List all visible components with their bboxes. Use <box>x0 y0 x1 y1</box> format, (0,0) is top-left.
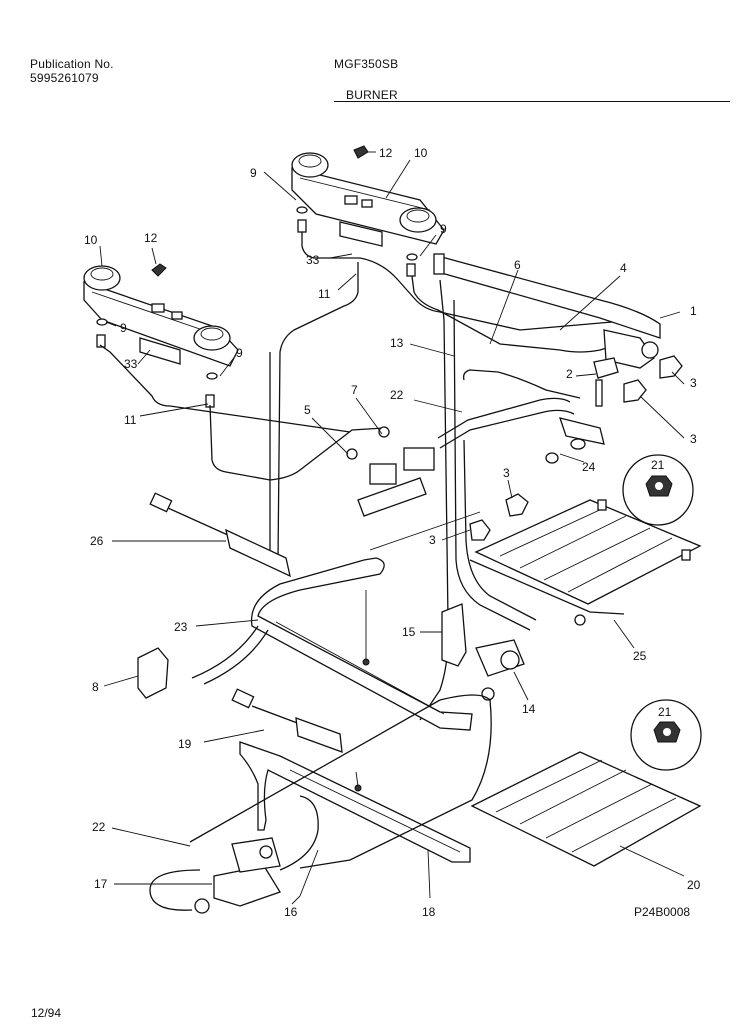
callout-5: 5 <box>304 403 311 417</box>
callout-labels: 12 10 9 9 33 11 6 4 1 10 12 9 9 33 11 13… <box>84 146 701 919</box>
callout-9: 9 <box>250 166 257 180</box>
publication-label: Publication No. <box>30 57 114 71</box>
orifice-icon <box>406 253 418 261</box>
header-rule <box>334 101 730 102</box>
callout-7: 7 <box>351 383 358 397</box>
callout-22: 22 <box>92 820 106 834</box>
callout-11: 11 <box>318 287 331 301</box>
callout-9: 9 <box>440 222 447 236</box>
nut-detail-top <box>622 454 694 526</box>
broil-pan-25 <box>469 499 702 626</box>
publication-number: 5995261079 <box>30 71 99 85</box>
callout-26: 26 <box>90 534 104 548</box>
callout-23: 23 <box>174 620 188 634</box>
screw-icon <box>353 145 369 159</box>
igniter-26 <box>149 492 291 578</box>
callout-6: 6 <box>514 258 521 272</box>
valve-icon <box>659 355 683 379</box>
callout-8: 8 <box>92 680 99 694</box>
callout-3: 3 <box>690 432 697 446</box>
callout-19: 19 <box>178 737 192 751</box>
center-valve <box>346 426 435 517</box>
orifice-icon <box>96 318 108 326</box>
callout-3: 3 <box>690 376 697 390</box>
callout-15: 15 <box>402 625 416 639</box>
callout-9: 9 <box>120 321 127 335</box>
callout-9: 9 <box>236 346 243 360</box>
callout-13: 13 <box>390 336 404 350</box>
callout-24: 24 <box>582 460 596 474</box>
callout-21: 21 <box>651 458 665 472</box>
callout-20: 20 <box>687 878 701 892</box>
nut-detail-bottom <box>630 699 702 771</box>
callout-1: 1 <box>690 304 697 318</box>
oven-burner-18 <box>239 741 471 863</box>
callout-21: 21 <box>658 705 672 719</box>
callout-17: 17 <box>94 877 108 891</box>
front-burner-bracket <box>83 265 239 367</box>
leader-lines <box>99 151 685 905</box>
gas-tube-16 <box>279 795 319 871</box>
igniter-19 <box>231 688 343 753</box>
bracket-8 <box>137 647 169 699</box>
callout-11: 11 <box>124 413 137 427</box>
callout-10: 10 <box>84 233 98 247</box>
callout-18: 18 <box>422 905 436 919</box>
gas-tube-22 <box>189 694 492 869</box>
callout-25: 25 <box>633 649 647 663</box>
drawing-number: P24B0008 <box>634 905 690 919</box>
fitting-24 <box>545 417 605 464</box>
callout-22: 22 <box>390 388 404 402</box>
callout-12: 12 <box>379 146 393 160</box>
callout-33: 33 <box>306 253 320 267</box>
revision-date: 12/94 <box>31 1006 62 1020</box>
manifold-pipe <box>433 253 661 369</box>
callout-3: 3 <box>503 466 510 480</box>
callout-2: 2 <box>566 367 573 381</box>
callout-12: 12 <box>144 231 158 245</box>
valve-icon <box>505 493 529 517</box>
callout-14: 14 <box>522 702 536 716</box>
valve-icon <box>469 519 491 541</box>
bracket-15 <box>441 603 467 667</box>
regulator-17 <box>149 837 281 914</box>
rear-burner-bracket <box>291 152 445 247</box>
callout-33: 33 <box>124 357 138 371</box>
orifice-icon <box>206 372 218 380</box>
callout-10: 10 <box>414 146 428 160</box>
broil-burner-23 <box>191 557 473 731</box>
oven-pan-20 <box>470 751 702 867</box>
valve-14 <box>475 639 525 701</box>
model-number: MGF350SB <box>334 57 399 71</box>
callout-3: 3 <box>429 533 436 547</box>
orifice-icon <box>296 206 308 214</box>
screw-icon <box>151 263 167 277</box>
callout-16: 16 <box>284 905 298 919</box>
section-title: BURNER <box>346 88 398 102</box>
callout-4: 4 <box>620 261 627 275</box>
